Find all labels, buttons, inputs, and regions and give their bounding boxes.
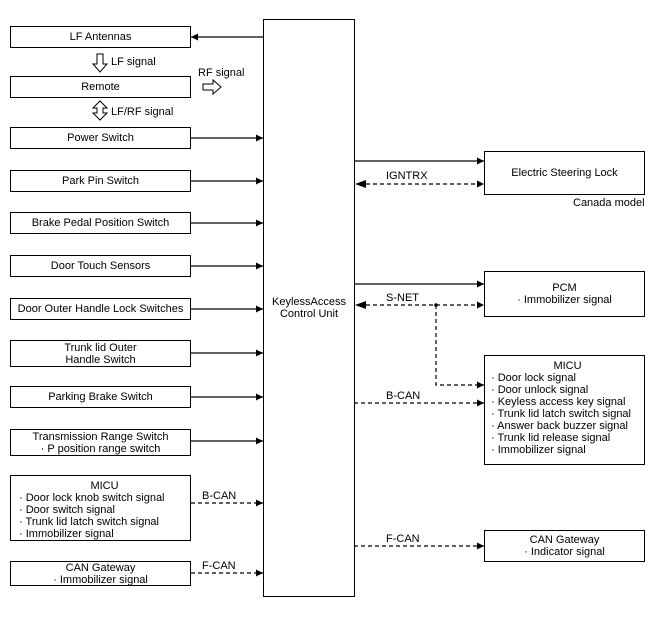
b-can-input-label: B-CAN [202,490,237,502]
rf-signal-arrow-icon [202,78,222,96]
can-gateway-input-box: CAN Gateway · Immobilizer signal [10,561,191,586]
snet-junction [434,303,438,307]
control-unit-label-2: Control Unit [279,308,339,320]
electric-steering-lock-box: Electric Steering Lock [484,151,645,195]
micu-input-item: · Trunk lid latch switch signal [19,516,159,528]
can-gateway-input-label-1: CAN Gateway [65,561,136,574]
transmission-range-switch-box: Transmission Range Switch · P position r… [10,429,191,456]
micu-output-item: · Keyless access key signal [491,396,626,408]
can-gateway-output-item: · Indicator signal [524,546,605,558]
keyless-access-control-unit: KeylessAccess Control Unit [263,19,355,597]
lf-antennas-label: LF Antennas [69,31,132,43]
arrowhead-snet-back [355,301,366,309]
micu-output-item: · Answer back buzzer signal [491,420,628,432]
remote-box: Remote [10,76,191,98]
parking-brake-switch-label: Parking Brake Switch [48,391,153,403]
canada-model-note: Canada model [573,197,645,209]
micu-input-box: MICU · Door lock knob switch signal · Do… [10,475,191,541]
pcm-title: PCM [552,282,577,294]
transmission-label-2: · P position range switch [40,442,161,455]
f-can-output-label: F-CAN [386,533,420,545]
s-net-label: S-NET [386,292,419,304]
door-touch-sensors-label: Door Touch Sensors [50,260,151,272]
brake-pedal-switch-label: Brake Pedal Position Switch [31,217,170,229]
power-switch-label: Power Switch [67,132,134,144]
trunk-lid-switch-box: Trunk lid Outer Handle Switch [10,340,191,367]
micu-output-item: · Door unlock signal [491,384,589,396]
micu-output-item: · Trunk lid latch switch signal [491,408,631,420]
pcm-item: · Immobilizer signal [517,294,612,306]
brake-pedal-switch-box: Brake Pedal Position Switch [10,212,191,234]
micu-input-title: MICU [90,480,119,492]
micu-output-item: · Immobilizer signal [491,444,586,456]
f-can-input-label: F-CAN [202,560,236,572]
arrowhead-igntrx-back [355,180,366,188]
lf-antennas-box: LF Antennas [10,26,191,48]
lf-rf-signal-label: LF/RF signal [111,106,174,118]
micu-output-item: · Trunk lid release signal [491,432,611,444]
remote-label: Remote [81,81,120,93]
igntrx-label: IGNTRX [386,170,428,182]
micu-output-item: · Door lock signal [491,372,576,384]
park-pin-switch-label: Park Pin Switch [61,175,140,187]
park-pin-switch-box: Park Pin Switch [10,170,191,192]
b-can-output-label: B-CAN [386,390,421,402]
micu-input-item: · Door lock knob switch signal [19,492,165,504]
lf-signal-label: LF signal [111,56,156,68]
micu-input-item: · Immobilizer signal [19,528,114,540]
can-gateway-input-label-2: · Immobilizer signal [53,573,148,586]
power-switch-box: Power Switch [10,127,191,149]
micu-output-box: MICU · Door lock signal · Door unlock si… [484,355,645,465]
can-gateway-output-title: CAN Gateway [529,534,600,546]
lf-rf-signal-arrow-icon [91,100,109,121]
trunk-lid-label-2: Handle Switch [65,353,136,366]
door-touch-sensors-box: Door Touch Sensors [10,255,191,277]
transmission-label-1: Transmission Range Switch [32,430,169,443]
lf-signal-arrow-icon [91,53,109,73]
line-snet-branch [435,305,484,389]
control-unit-label-1: KeylessAccess [272,296,346,308]
micu-output-title: MICU [553,360,582,372]
pcm-box: PCM · Immobilizer signal [484,271,645,317]
can-gateway-output-box: CAN Gateway · Indicator signal [484,530,645,562]
parking-brake-switch-box: Parking Brake Switch [10,386,191,408]
micu-input-item: · Door switch signal [19,504,115,516]
rf-signal-label: RF signal [198,67,245,79]
door-outer-handle-box: Door Outer Handle Lock Switches [10,298,191,320]
door-outer-handle-label: Door Outer Handle Lock Switches [17,303,184,315]
electric-steering-lock-label: Electric Steering Lock [511,167,618,179]
trunk-lid-label-1: Trunk lid Outer [64,341,137,354]
